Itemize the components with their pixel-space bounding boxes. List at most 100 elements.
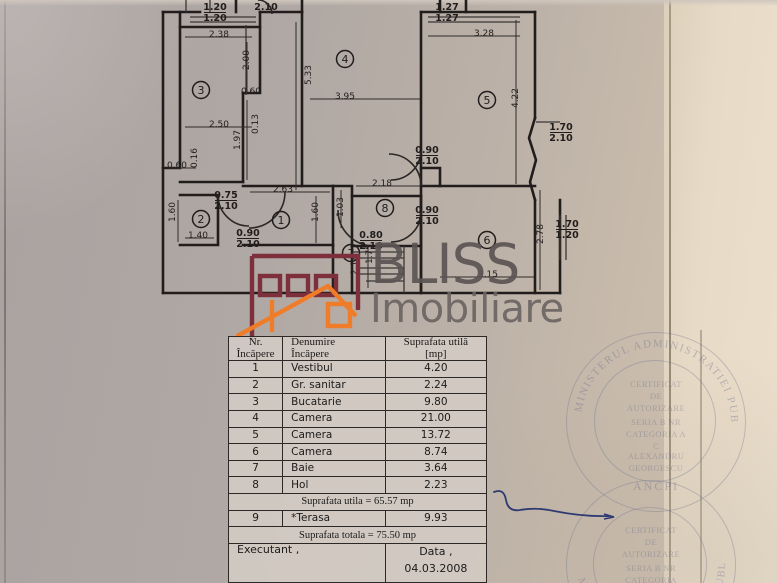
- terrace-area: 9.93: [384, 509, 488, 528]
- opening-height-label: 1.20: [555, 230, 579, 241]
- col-header-den-line2: Încăpere: [291, 347, 329, 360]
- room-schedule-table: Nr. Încăpere Denumire Încăpere Suprafata…: [227, 335, 488, 583]
- stamp-line-2: DE: [649, 391, 663, 401]
- room-marker-label: 2: [198, 213, 205, 226]
- stamp2-line-4: SERIA B NR: [626, 563, 676, 573]
- room-number: 6: [227, 443, 284, 461]
- dimension-label: 0.13: [251, 114, 261, 134]
- room-area: 3.64: [384, 459, 488, 478]
- room-marker-circle: [375, 198, 395, 218]
- opening-width-label: 1.27: [435, 2, 458, 13]
- terrace-name: *Terasa: [282, 509, 386, 528]
- room-marker-label: 8: [382, 202, 389, 215]
- room-number: 2: [227, 376, 284, 395]
- subtotal-row-text: Suprafata utila = 65.57 mp: [228, 493, 487, 511]
- col-header-den-line1: Denumire: [291, 336, 336, 348]
- room-marker-circle: [191, 80, 211, 100]
- bliss-imobiliare-watermark: BLISS Imobiliare: [228, 232, 566, 342]
- footer-row: Executant ,Data ,04.03.2008: [228, 543, 488, 583]
- dimension-label: 2.78: [536, 224, 546, 244]
- stamp-line-3: AUTORIZARE: [626, 403, 686, 413]
- room-schedule-table-wrapper: Nr. Încăpere Denumire Încăpere Suprafata…: [227, 335, 488, 583]
- room-name: Bucatarie: [282, 393, 386, 411]
- room-marker-circle: [477, 90, 497, 110]
- opening-width-label: 0.80: [359, 230, 383, 241]
- opening-height-label: 2.10: [236, 239, 260, 250]
- stamp-line-4: SERIA B NR: [631, 417, 681, 427]
- opening-height-label: 2.10: [415, 216, 439, 227]
- room-name: Baie: [282, 459, 386, 478]
- stamp2-line-2: DE: [644, 537, 658, 547]
- room-number: 5: [227, 426, 284, 445]
- room-number: 3: [227, 393, 284, 411]
- paper-top-edge: [0, 0, 777, 6]
- stamp2-line-3: AUTORIZARE: [621, 549, 681, 559]
- dimension-label: 2.50: [209, 120, 229, 130]
- logo-house-icon: [228, 253, 361, 342]
- opening-width-label: 0.90: [415, 205, 439, 216]
- dimension-label: 1.03: [336, 197, 346, 217]
- dimension-label: 0.16: [190, 148, 200, 168]
- opening-height-label: 2.10: [415, 156, 439, 167]
- room-marker-circle: [191, 209, 211, 229]
- room-number: 4: [227, 409, 284, 428]
- opening-height-label: 2.10: [549, 133, 573, 144]
- paper-highlight: [0, 0, 200, 240]
- room-marker-label: 4: [342, 53, 349, 66]
- dimension-label: 5.33: [304, 65, 314, 85]
- room-area: 9.80: [384, 393, 488, 411]
- date-cell: Data ,04.03.2008: [384, 543, 488, 583]
- col-header-nr-line1: Nr.: [248, 336, 263, 348]
- room-marker-label: 6: [484, 234, 491, 247]
- stamp2-line-5: CATEGORIA: [625, 575, 677, 583]
- room-marker-label: 7: [348, 247, 355, 260]
- handwritten-signature-mark: [493, 490, 615, 520]
- dimension-label: 3.15: [478, 270, 498, 280]
- col-header-nr-line2: Încăpere: [236, 347, 275, 360]
- stamp2-line-1: CERTIFICAT: [625, 525, 677, 535]
- opening-width-label: 2.10: [254, 2, 278, 13]
- dimension-label: 2.18: [372, 179, 392, 189]
- room-name: Vestibul: [282, 360, 386, 378]
- room-area: 2.23: [384, 476, 488, 495]
- dimension-label: 1.60: [311, 202, 321, 222]
- room-number: 1: [227, 360, 284, 378]
- room-name: Hol: [282, 476, 386, 495]
- opening-width-label: 0.90: [236, 228, 260, 239]
- col-header-suprafata: Suprafata utilă [mp]: [384, 335, 488, 362]
- room-marker-circle: [477, 230, 497, 250]
- stamp-line-7: ALEXANDRU: [627, 451, 685, 461]
- room-name: Camera: [282, 443, 386, 461]
- dimension-label: 3.28: [474, 29, 494, 39]
- opening-width-label: 1.70: [549, 122, 573, 133]
- dimension-label: 2.38: [209, 30, 229, 40]
- room-area: 4.20: [384, 360, 488, 378]
- col-header-denumire: Denumire Încăpere: [282, 335, 386, 362]
- room-marker-label: 1: [278, 214, 285, 227]
- opening-width-label: 0.90: [415, 145, 439, 156]
- room-number: 7: [227, 459, 284, 478]
- paper-fold-line-left: [4, 0, 6, 583]
- stamp-line-8: GEORGESCU: [628, 463, 684, 473]
- room-marker-circle: [271, 210, 291, 230]
- stamp-line-6: C: [652, 441, 660, 451]
- dimension-label: 1.75: [365, 244, 375, 264]
- room-area: 8.74: [384, 443, 488, 461]
- room-marker-label: 5: [484, 94, 491, 107]
- total-row: Suprafata totala = 75.50 mp: [228, 526, 487, 544]
- room-marker-label: 3: [198, 84, 205, 97]
- dimension-label: 2.18: [350, 255, 360, 275]
- dimension-label: 1.60: [168, 202, 178, 222]
- col-header-sup-line2: [mp]: [425, 347, 447, 360]
- col-header-sup-line1: Suprafata utilă: [403, 336, 469, 348]
- opening-width-label: 1.20: [203, 2, 227, 13]
- room-area: 13.72: [384, 426, 488, 445]
